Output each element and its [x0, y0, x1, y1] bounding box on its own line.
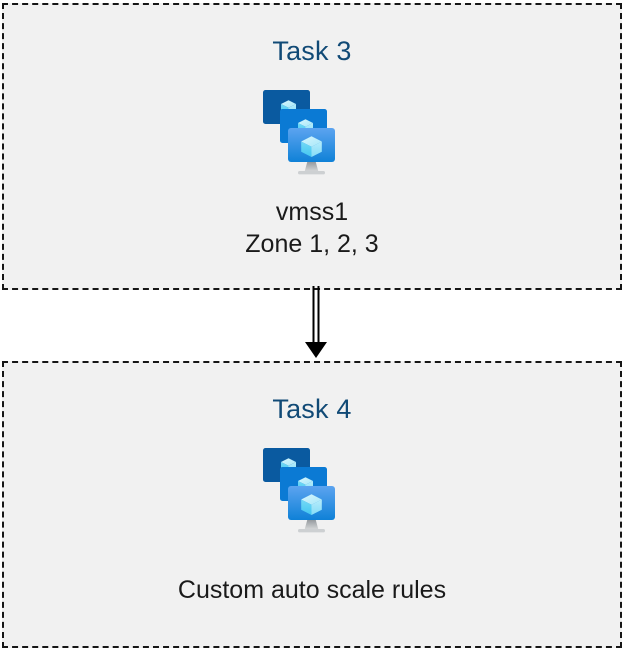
task-title: Task 3	[272, 36, 352, 66]
azure-vm-scale-set-icon	[258, 87, 366, 183]
task-box-task-4[interactable]: Task 4	[2, 361, 622, 648]
arrow-down-icon	[296, 286, 336, 362]
task-box-task-3[interactable]: Task 3	[2, 3, 622, 290]
caption-line-1: Custom auto scale rules	[177, 576, 447, 604]
task-title: Task 4	[272, 394, 352, 424]
task-caption: Custom auto scale rules	[178, 575, 446, 607]
caption-line-1: vmss1	[275, 198, 349, 226]
azure-vm-scale-set-icon	[258, 445, 366, 541]
caption-line-2: Zone 1, 2, 3	[245, 229, 379, 258]
task-caption: vmss1 Zone 1, 2, 3	[245, 197, 378, 260]
